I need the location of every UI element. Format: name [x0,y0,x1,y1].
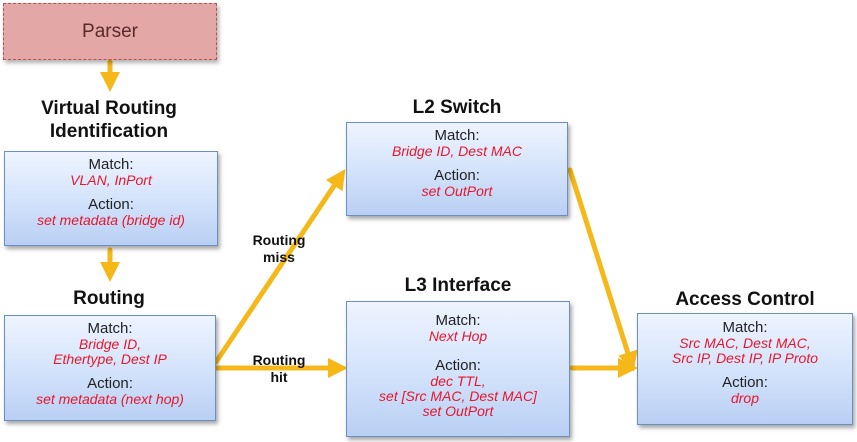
arrow-l2-to-acl [567,167,638,372]
l3-action-line1: dec TTL, [430,373,486,389]
parser-box: Parser [3,3,217,60]
l3-action-label: Action: [435,357,481,374]
routing-hit-line2: hit [270,369,288,385]
l3-action-line2: set [Src MAC, Dest MAC] [379,388,537,404]
acl-action-label: Action: [722,374,768,391]
routing-match-line2: Ethertype, Dest IP [53,351,167,367]
l2-table-box: Match: Bridge ID, Dest MAC Action: set O… [346,122,568,216]
l2-match-value: Bridge ID, Dest MAC [392,143,522,159]
routing-match-label: Match: [87,320,133,337]
parser-label: Parser [82,21,138,42]
vri-title-line1: Virtual Routing [41,98,177,119]
acl-title: Access Control [675,289,815,310]
vri-action-label: Action: [88,196,134,213]
l3-match-value: Next Hop [428,328,488,344]
routing-action-value: set metadata (next hop) [36,391,184,407]
l3-match-label: Match: [435,312,481,329]
arrow-routing-to-l2 [213,169,346,365]
routing-table-box: Match: Bridge ID, Ethertype, Dest IP Act… [4,315,216,421]
routing-hit-line1: Routing [252,352,306,368]
acl-match-label: Match: [722,319,768,336]
l3-title: L3 Interface [404,275,512,296]
acl-match-line1: Src MAC, Dest MAC, [679,335,811,351]
routing-title: Routing [73,288,145,309]
vri-title-line2: Identification [49,121,169,142]
vri-action-value: set metadata (bridge id) [37,212,185,228]
routing-match-line1: Bridge ID, [78,336,142,352]
edge-label-routing-miss: Routing miss [244,232,314,266]
l3-action-line3: set OutPort [422,403,494,419]
acl-match-line2: Src IP, Dest IP, IP Proto [671,350,819,366]
routing-miss-line1: Routing [252,232,306,248]
l2-action-value: set OutPort [421,183,493,199]
vri-table-box: Match: VLAN, InPort Action: set metadata… [4,151,218,246]
l2-title: L2 Switch [412,97,502,118]
vri-match-label: Match: [88,156,134,173]
vri-title: Virtual Routing Identification [0,97,218,143]
vri-match-value: VLAN, InPort [70,172,152,188]
acl-action-value: drop [730,390,760,406]
edge-label-routing-hit: Routing hit [244,352,314,386]
l3-table-box: Match: Next Hop Action: dec TTL, set [Sr… [346,301,570,437]
routing-action-label: Action: [87,375,133,392]
l2-action-label: Action: [434,167,480,184]
acl-table-box: Match: Src MAC, Dest MAC, Src IP, Dest I… [637,313,853,425]
routing-miss-line2: miss [263,249,295,265]
l2-match-label: Match: [434,127,480,144]
